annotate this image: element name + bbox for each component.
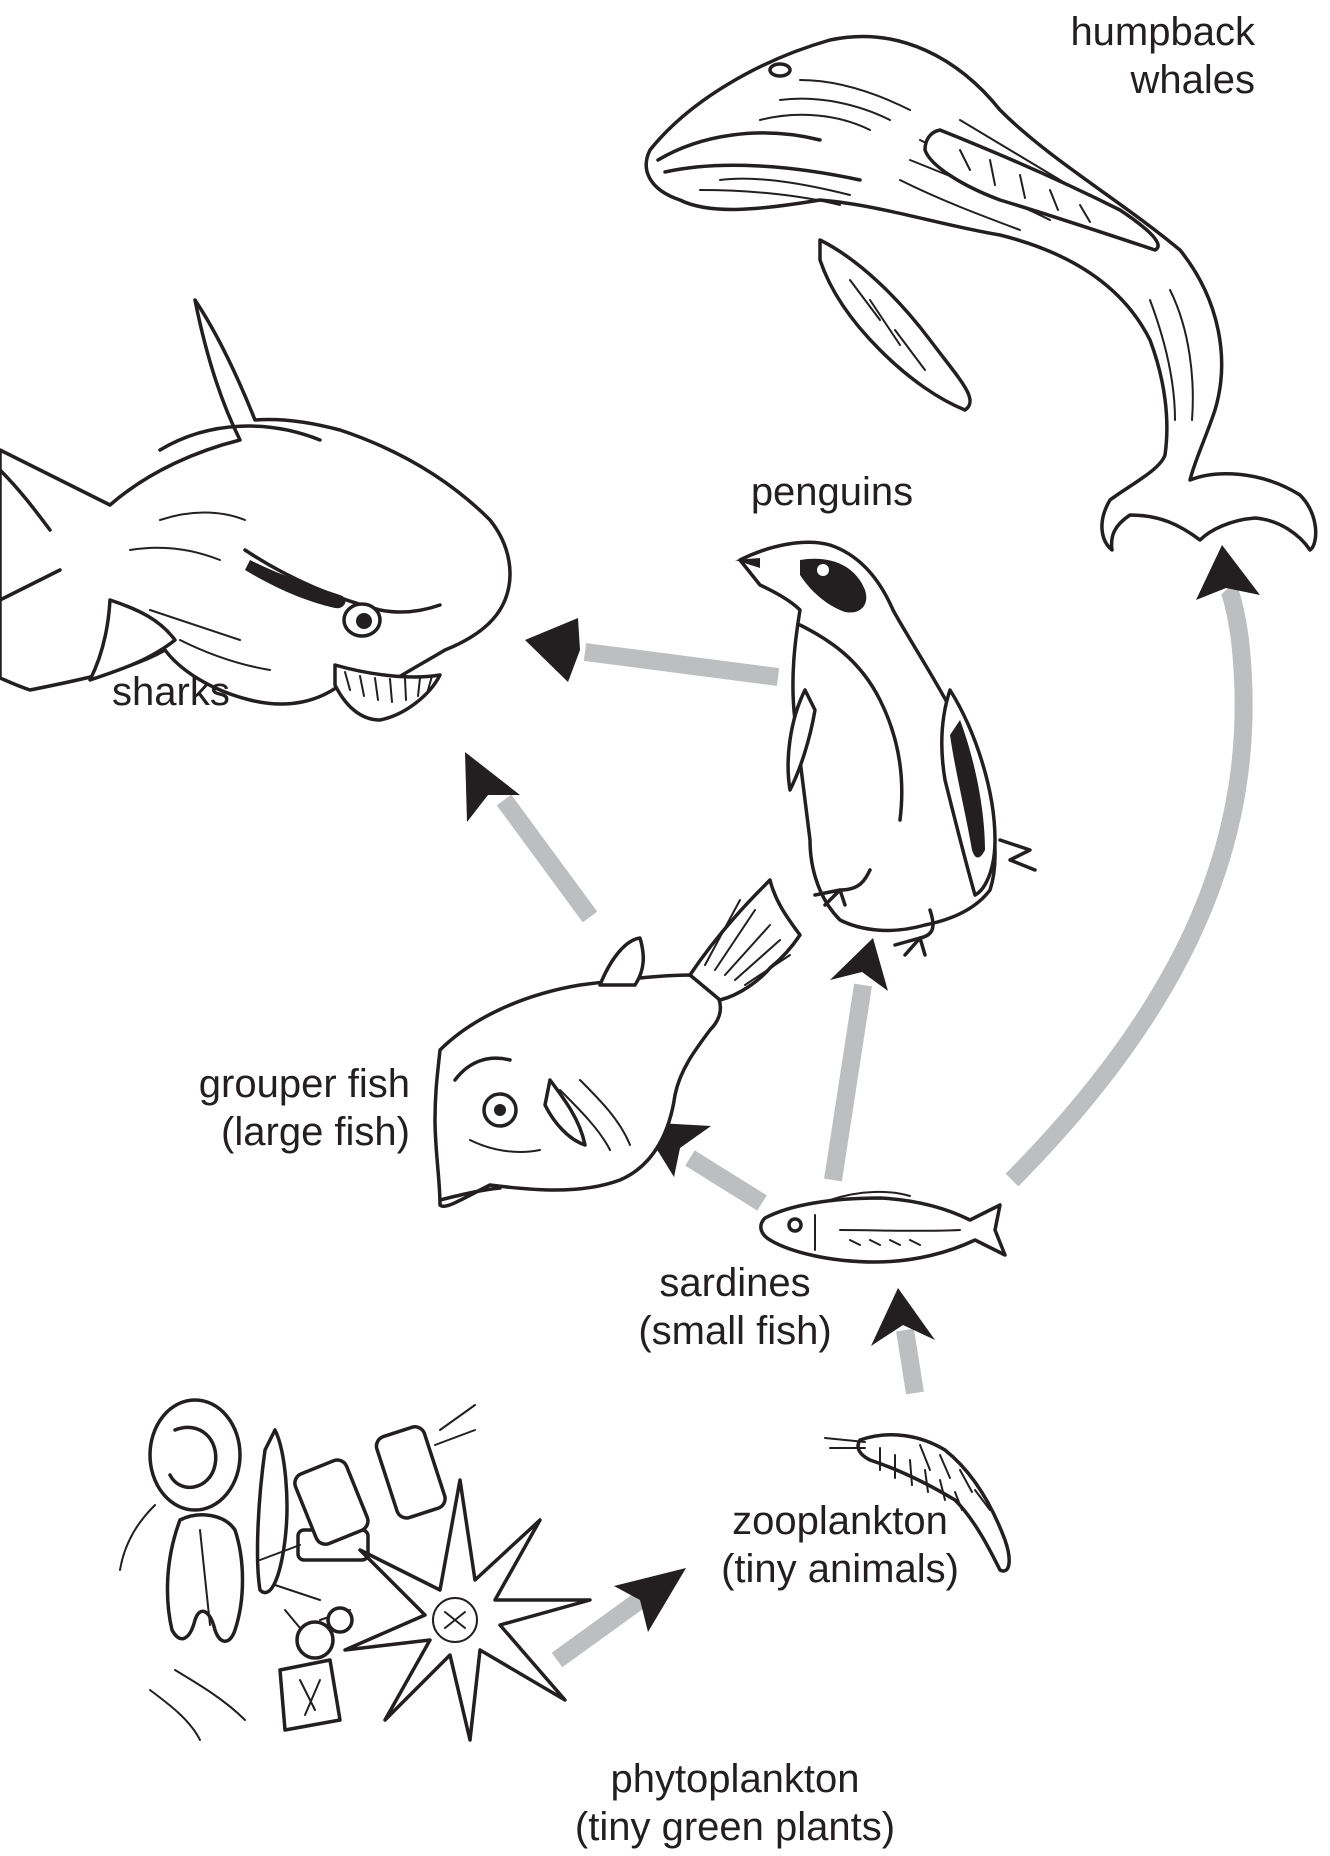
- grouper-label-line1: grouper fish: [140, 1060, 410, 1108]
- arrow-sardines-to-humpback: [1012, 545, 1260, 1180]
- label-sharks: sharks: [112, 668, 312, 716]
- sardine-icon: [761, 1192, 1005, 1262]
- sardines-label-line1: sardines: [605, 1259, 865, 1307]
- zooplankton-label-line2: (tiny animals): [700, 1545, 980, 1593]
- arrow-grouper-to-sharks: [465, 752, 590, 917]
- label-grouper-fish: grouper fish (large fish): [140, 1060, 410, 1156]
- label-humpback-whales: humpback whales: [1030, 8, 1255, 104]
- humpback-label-line2: whales: [1030, 56, 1255, 104]
- arrow-zooplankton-to-sardines: [871, 1288, 935, 1393]
- phytoplankton-icon: [120, 1400, 590, 1740]
- phytoplankton-label-line1: phytoplankton: [555, 1755, 915, 1803]
- shark-icon: [0, 300, 510, 720]
- penguins-label-line1: penguins: [712, 468, 952, 516]
- phytoplankton-label-line2: (tiny green plants): [555, 1803, 915, 1851]
- arrow-phytoplankton-to-zooplankton: [557, 1568, 686, 1660]
- label-sardines: sardines (small fish): [605, 1259, 865, 1355]
- grouper-fish-icon: [435, 880, 800, 1206]
- sardines-label-line2: (small fish): [605, 1307, 865, 1355]
- label-zooplankton: zooplankton (tiny animals): [700, 1497, 980, 1593]
- label-penguins: penguins: [712, 468, 952, 516]
- sharks-label-line1: sharks: [112, 668, 312, 716]
- penguin-icon: [735, 542, 1035, 955]
- grouper-label-line2: (large fish): [140, 1108, 410, 1156]
- label-phytoplankton: phytoplankton (tiny green plants): [555, 1755, 915, 1851]
- arrow-sardines-to-penguins: [830, 938, 888, 1180]
- humpback-label-line1: humpback: [1030, 8, 1255, 56]
- zooplankton-label-line1: zooplankton: [700, 1497, 980, 1545]
- arrow-penguins-to-sharks: [525, 618, 778, 682]
